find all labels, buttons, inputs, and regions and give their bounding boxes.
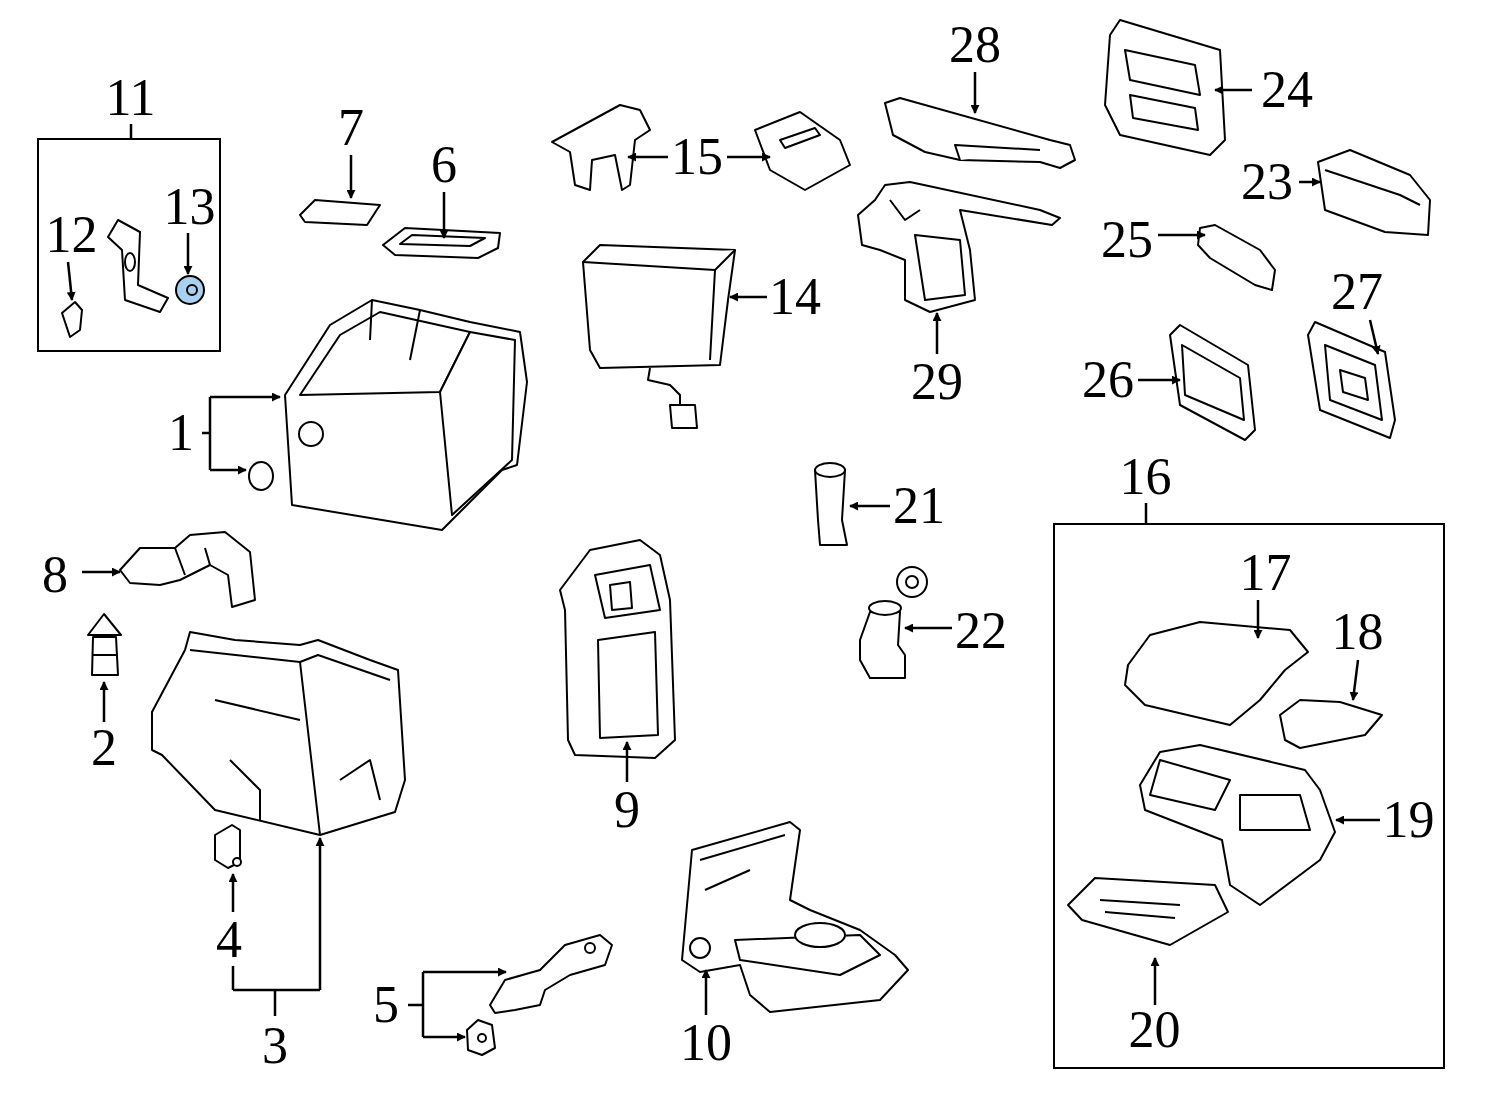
callout-number: 9: [614, 784, 640, 836]
callout-number: 18: [1332, 606, 1384, 658]
callout-number: 21: [893, 480, 945, 532]
group-number: 11: [105, 72, 155, 124]
callout-number: 28: [949, 19, 1001, 71]
callout-number: 4: [216, 914, 242, 966]
callout-number: 27: [1331, 266, 1383, 318]
callout-number: 3: [262, 1020, 288, 1072]
callout-number: 26: [1082, 354, 1134, 406]
callout-number: 13: [164, 181, 216, 233]
group-box: 111213: [37, 138, 221, 352]
callout-number: 10: [680, 1017, 732, 1069]
callout-number: 2: [91, 722, 117, 774]
callout-number: 22: [955, 605, 1007, 657]
callout-number: 23: [1241, 156, 1293, 208]
callout-number: 24: [1261, 64, 1313, 116]
callout-number: 5: [373, 979, 399, 1031]
callout-number: 25: [1101, 214, 1153, 266]
callout-number: 19: [1383, 794, 1435, 846]
callout-number: 17: [1240, 547, 1292, 599]
group-number: 16: [1120, 451, 1172, 503]
callout-number: 7: [338, 102, 364, 154]
group-box: 1617181920: [1053, 523, 1445, 1069]
callout-number: 12: [46, 209, 98, 261]
callout-number: 1: [168, 407, 194, 459]
callout-number: 8: [42, 549, 68, 601]
callout-number: 14: [769, 271, 821, 323]
callout-number: 20: [1129, 1004, 1181, 1056]
callout-number: 6: [431, 139, 457, 191]
callout-number: 15: [671, 131, 723, 183]
callout-number: 29: [911, 356, 963, 408]
